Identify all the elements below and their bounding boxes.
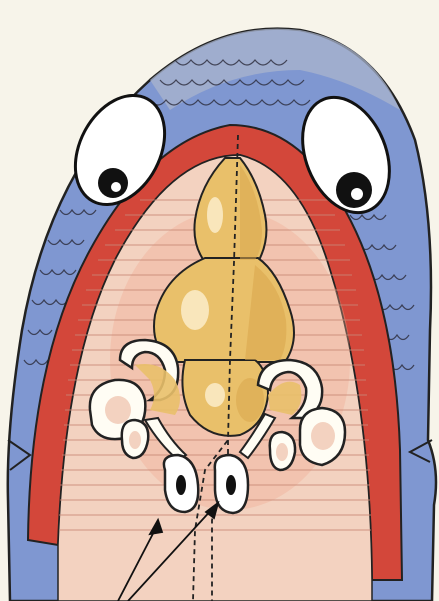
right-pupil-glint [351, 188, 363, 200]
left-pupil-glint [111, 182, 121, 192]
left-sac-spot [176, 475, 186, 495]
right-sac-spot [226, 475, 236, 495]
